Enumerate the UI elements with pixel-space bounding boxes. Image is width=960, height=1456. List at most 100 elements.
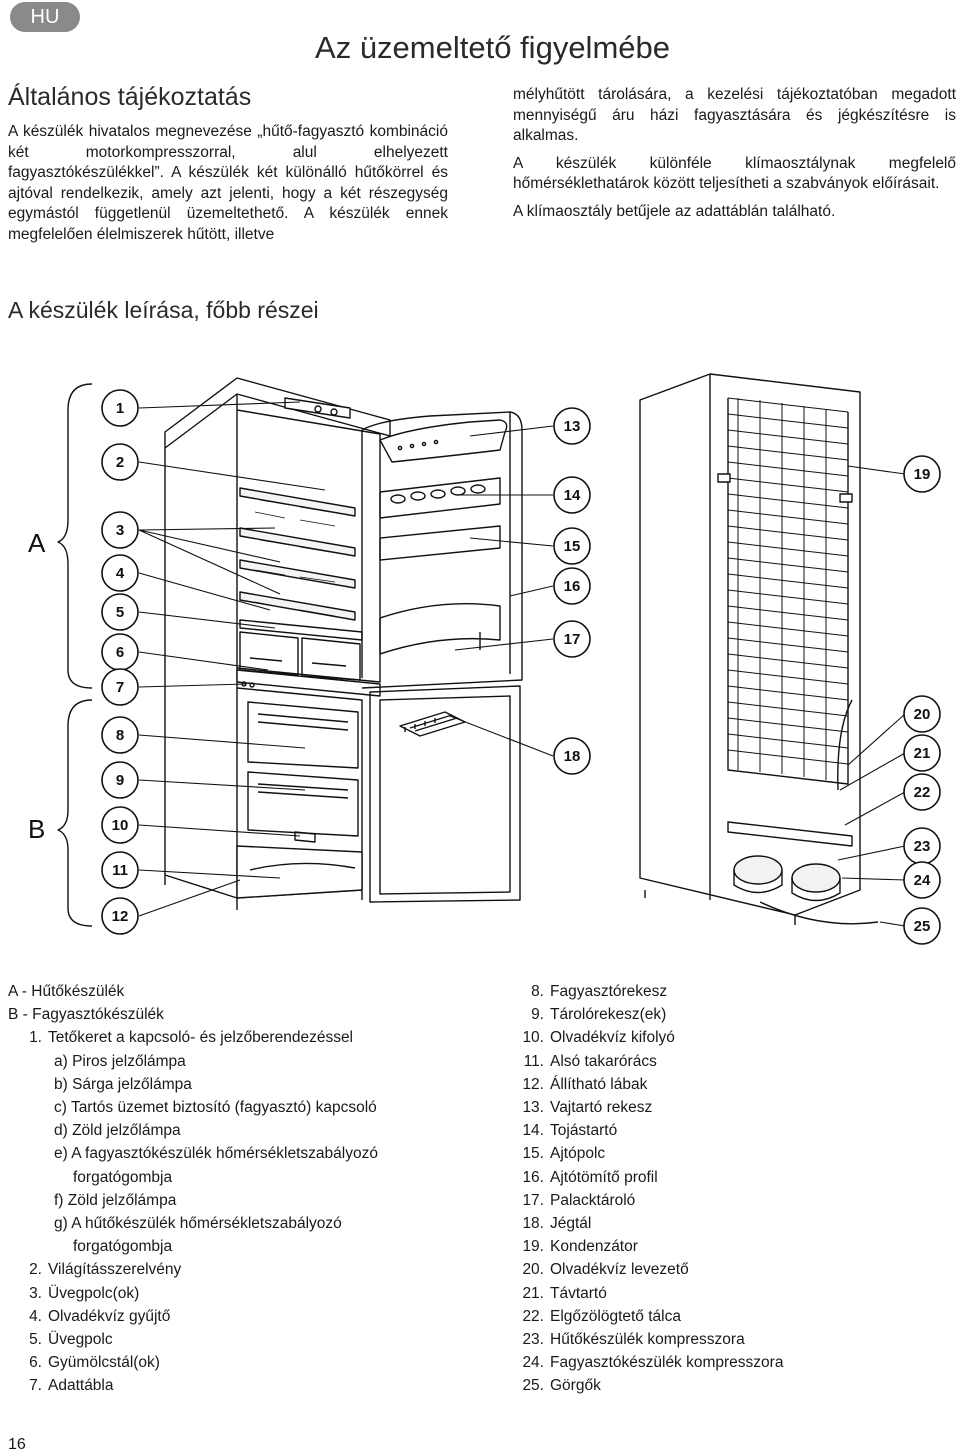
callout-3: 3 — [101, 511, 139, 549]
list-subitem: f) Zöld jelzőlámpa — [54, 1191, 177, 1209]
list-item: 24.Fagyasztókészülék kompresszora — [522, 1354, 784, 1372]
svg-text:21: 21 — [914, 745, 931, 762]
fridge-cabinet — [164, 377, 391, 910]
callout-25: 25 — [903, 907, 941, 945]
list-subitem: d) Zöld jelzőlámpa — [54, 1122, 181, 1140]
list-item: 8.Fagyasztórekesz — [531, 983, 668, 1000]
callout-5: 5 — [101, 593, 139, 631]
list-item: 4.Olvadékvíz gyűjtő — [29, 1307, 171, 1325]
list-item: 6.Gyümölcstál(ok) — [29, 1354, 160, 1372]
list-item: 22.Elgőzölögtető tálca — [522, 1307, 681, 1325]
svg-text:19: 19 — [914, 466, 931, 483]
svg-text:24: 24 — [914, 872, 931, 889]
svg-text:11: 11 — [112, 862, 128, 879]
callout-23: 23 — [903, 827, 941, 865]
group-a-label: A — [28, 528, 46, 558]
svg-text:22: 22 — [914, 784, 931, 801]
svg-text:25: 25 — [914, 918, 931, 935]
leader-lines — [138, 401, 906, 927]
list-item: 2.Világításszerelvény — [29, 1261, 182, 1279]
group-b-brace — [57, 699, 93, 927]
list-item: 18.Jégtál — [522, 1215, 592, 1233]
appliance-diagram: A B 1 2 3 4 5 6 7 8 9 10 11 12 13 14 15 … — [28, 373, 941, 945]
list-item: 21.Távtartó — [522, 1284, 607, 1302]
fridge-door — [361, 411, 523, 689]
page-title: Az üzemeltető figyelmébe — [315, 30, 670, 65]
svg-text:13: 13 — [564, 418, 581, 435]
intro-paragraph-left: A készülék hivatalos megnevezése „hűtő-f… — [8, 123, 448, 243]
svg-text:12: 12 — [112, 908, 129, 925]
list-item: 23.Hűtőkészülék kompresszora — [522, 1331, 745, 1349]
svg-text:15: 15 — [564, 538, 581, 555]
list-item: 14.Tojástartó — [522, 1122, 618, 1140]
svg-text:2: 2 — [116, 454, 124, 471]
callout-8: 8 — [101, 716, 139, 754]
list-item: 1.Tetőkeret a kapcsoló- és jelzőberendez… — [29, 1029, 354, 1047]
callout-22: 22 — [903, 773, 941, 811]
freezer-door — [369, 685, 521, 903]
callout-12: 12 — [101, 897, 139, 935]
parts-legend-left: A - Hűtőkészülék B - Fagyasztókészülék 1… — [8, 980, 468, 1398]
callout-9: 9 — [101, 761, 139, 799]
callout-24: 24 — [903, 861, 941, 899]
svg-text:10: 10 — [112, 817, 129, 834]
callout-13: 13 — [553, 407, 591, 445]
list-item: 15.Ajtópolc — [522, 1145, 606, 1163]
group-a-brace — [57, 383, 93, 689]
callout-7: 7 — [101, 668, 139, 706]
callout-16: 16 — [553, 567, 591, 605]
language-badge: HU — [10, 2, 80, 32]
list-subitem: a) Piros jelzőlámpa — [54, 1052, 186, 1070]
callout-4: 4 — [101, 554, 139, 592]
intro-column-right: mélyhűtött tárolására, a kezelési tájéko… — [513, 85, 956, 229]
list-item: 13.Vajtartó rekesz — [522, 1099, 653, 1117]
section-title-general: Általános tájékoztatás — [8, 83, 252, 111]
list-subitem: forgatógombja — [73, 1168, 173, 1186]
group-b-label: B — [28, 814, 45, 844]
svg-text:7: 7 — [116, 679, 124, 696]
list-subitem: b) Sárga jelzőlámpa — [54, 1075, 192, 1093]
list-item: 20.Olvadékvíz levezető — [522, 1261, 689, 1279]
callout-15: 15 — [553, 527, 591, 565]
svg-text:18: 18 — [564, 748, 581, 765]
page-number: 16 — [8, 1436, 26, 1453]
list-item: 19.Kondenzátor — [522, 1238, 638, 1256]
list-subitem: e) A fagyasztókészülék hőmérsékletszabál… — [54, 1145, 378, 1163]
svg-text:5: 5 — [116, 604, 124, 621]
callout-21: 21 — [903, 734, 941, 772]
callout-14: 14 — [553, 476, 591, 514]
callout-10: 10 — [101, 806, 139, 844]
svg-text:4: 4 — [116, 565, 125, 582]
list-item: 12.Állítható lábak — [522, 1075, 648, 1093]
svg-text:17: 17 — [564, 631, 581, 648]
svg-text:1: 1 — [116, 400, 124, 417]
list-item: 3.Üvegpolc(ok) — [29, 1284, 140, 1302]
svg-text:16: 16 — [564, 578, 581, 595]
list-item: 25.Görgők — [522, 1377, 601, 1395]
list-subitem: c) Tartós üzemet biztosító (fagyasztó) k… — [54, 1099, 377, 1117]
callout-1: 1 — [101, 389, 139, 427]
list-item: 7.Adattábla — [29, 1377, 114, 1395]
list-item: 17.Palacktároló — [522, 1191, 636, 1209]
svg-text:3: 3 — [116, 522, 124, 539]
list-item: 9.Tárolórekesz(ek) — [531, 1006, 667, 1024]
svg-text:8: 8 — [116, 727, 124, 744]
list-subitem: forgatógombja — [73, 1238, 173, 1256]
callout-11: 11 — [101, 851, 139, 889]
rear-view — [639, 373, 879, 925]
parts-legend-right: 8.Fagyasztórekesz 9.Tárolórekesz(ek) 10.… — [510, 980, 950, 1398]
list-item: 5.Üvegpolc — [29, 1331, 113, 1349]
svg-text:6: 6 — [116, 644, 124, 661]
callout-6: 6 — [101, 633, 139, 671]
callout-19: 19 — [903, 455, 941, 493]
intro-paragraph-right-2: A készülék különféle klímaosztálynak meg… — [513, 154, 956, 193]
svg-text:9: 9 — [116, 772, 124, 789]
section-title-description: A készülék leírása, főbb részei — [8, 297, 319, 323]
legend-a: A - Hűtőkészülék — [8, 983, 125, 1000]
svg-text:23: 23 — [914, 838, 931, 855]
intro-paragraph-right-1: mélyhűtött tárolására, a kezelési tájéko… — [513, 86, 956, 144]
callout-18: 18 — [553, 737, 591, 775]
svg-text:14: 14 — [564, 487, 581, 504]
callout-17: 17 — [553, 620, 591, 658]
list-item: 11.Alsó takarórács — [523, 1052, 657, 1070]
